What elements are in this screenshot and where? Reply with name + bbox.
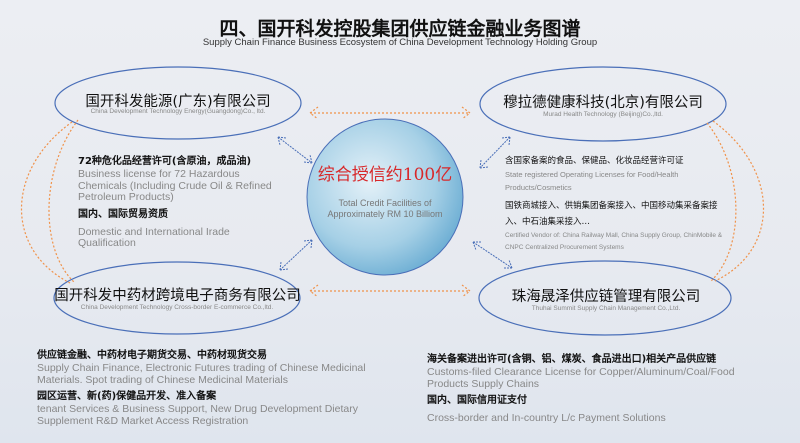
orange-arc-left-inner — [48, 119, 79, 283]
detail-en: Domestic and International Irade Qualifi… — [78, 225, 230, 249]
ellipse-zhuhai — [478, 260, 732, 336]
blue-arrow-tr — [479, 136, 511, 169]
detail-zh: 含国家备案的食品、保健品、化妆品经营许可证 — [505, 156, 684, 166]
details-bottom-left: 供应链金融、中药材电子期货交易、中药材现货交易 Supply Chain Fin… — [37, 349, 387, 431]
company-en-zhuhai: Thuhai Summit Supply Chain Management Co… — [531, 305, 681, 312]
orange-arrow-bottom — [309, 284, 471, 298]
detail-zh: 国内、国际贸易资质 — [78, 208, 168, 220]
detail-zh: 国内、国际信用证支付 — [427, 395, 527, 406]
detail-zh: 供应链金融、中药材电子期货交易、中药材现货交易 — [37, 350, 267, 361]
blue-arrow-br — [472, 241, 513, 269]
detail-en: Certified Vendor of: China Railway Mall,… — [505, 232, 723, 251]
detail-en: Business license for 72 Hazardous Chemic… — [78, 168, 272, 203]
detail-en: Customs-filed Clearance License for Copp… — [427, 366, 735, 390]
company-en-energy: China Development Technology Energy(Guan… — [90, 108, 266, 115]
details-top-left: 72种危化品经营许可(含原油，成品油) Business license for… — [78, 155, 288, 254]
details-top-right: 含国家备案的食品、保健品、化妆品经营许可证 State registered O… — [505, 154, 727, 258]
company-name-zhuhai: 珠海晟泽供应链管理有限公司 — [511, 289, 701, 305]
total-credit-subtitle: Total Credit Facilities of Approximately… — [327, 198, 443, 219]
company-name-ecommerce: 国开科发中药材跨境电子商务有限公司 — [54, 288, 301, 304]
detail-en: Supply Chain Finance, Electronic Futures… — [37, 362, 366, 386]
ellipse-ecommerce — [53, 261, 301, 335]
orange-arc-left-outer — [20, 121, 73, 284]
center-circle — [306, 118, 464, 276]
company-en-ecommerce: China Development Technology Cross-borde… — [80, 304, 274, 311]
detail-zh: 海关备案进出许可(含铜、铝、煤炭、食品进出口)相关产品供应链 — [427, 354, 717, 365]
detail-en: Cross-border and In-country L/c Payment … — [427, 412, 666, 424]
detail-en: State registered Operating Licenses for … — [505, 170, 679, 192]
ellipse-murad — [479, 66, 727, 142]
detail-zh: 72种危化品经营许可(含原油，成品油) — [78, 156, 252, 167]
detail-zh: 国铁商城接入、供销集团备案接入、中国移动集采备案接入、中石油集采接入… — [505, 201, 718, 227]
company-name-murad: 穆拉德健康科技(北京)有限公司 — [503, 95, 703, 111]
total-credit-title: 综合授信约100亿 — [317, 165, 453, 185]
orange-arc-right-inner — [706, 122, 737, 283]
page-subtitle: Supply Chain Finance Business Ecosystem … — [202, 37, 598, 48]
blue-arrow-tl — [277, 136, 313, 164]
ellipse-energy — [54, 66, 302, 140]
company-en-murad: Murad Health Technology (Beijing)Co.,ltd… — [543, 111, 663, 118]
details-bottom-right: 海关备案进出许可(含铜、铝、煤炭、食品进出口)相关产品供应链 Customs-f… — [427, 353, 757, 429]
detail-en: tenant Services & Business Support, New … — [37, 403, 358, 427]
orange-arrow-top — [309, 106, 471, 120]
orange-arc-right-outer — [712, 120, 765, 282]
company-name-energy: 国开科发能源(广东)有限公司 — [85, 94, 271, 110]
blue-arrow-bl — [279, 239, 313, 271]
page-title: 四、国开科发控股集团供应链金融业务图谱 — [219, 18, 581, 40]
detail-zh: 园区运营、新(药)保健品开发、准入备案 — [37, 391, 217, 402]
